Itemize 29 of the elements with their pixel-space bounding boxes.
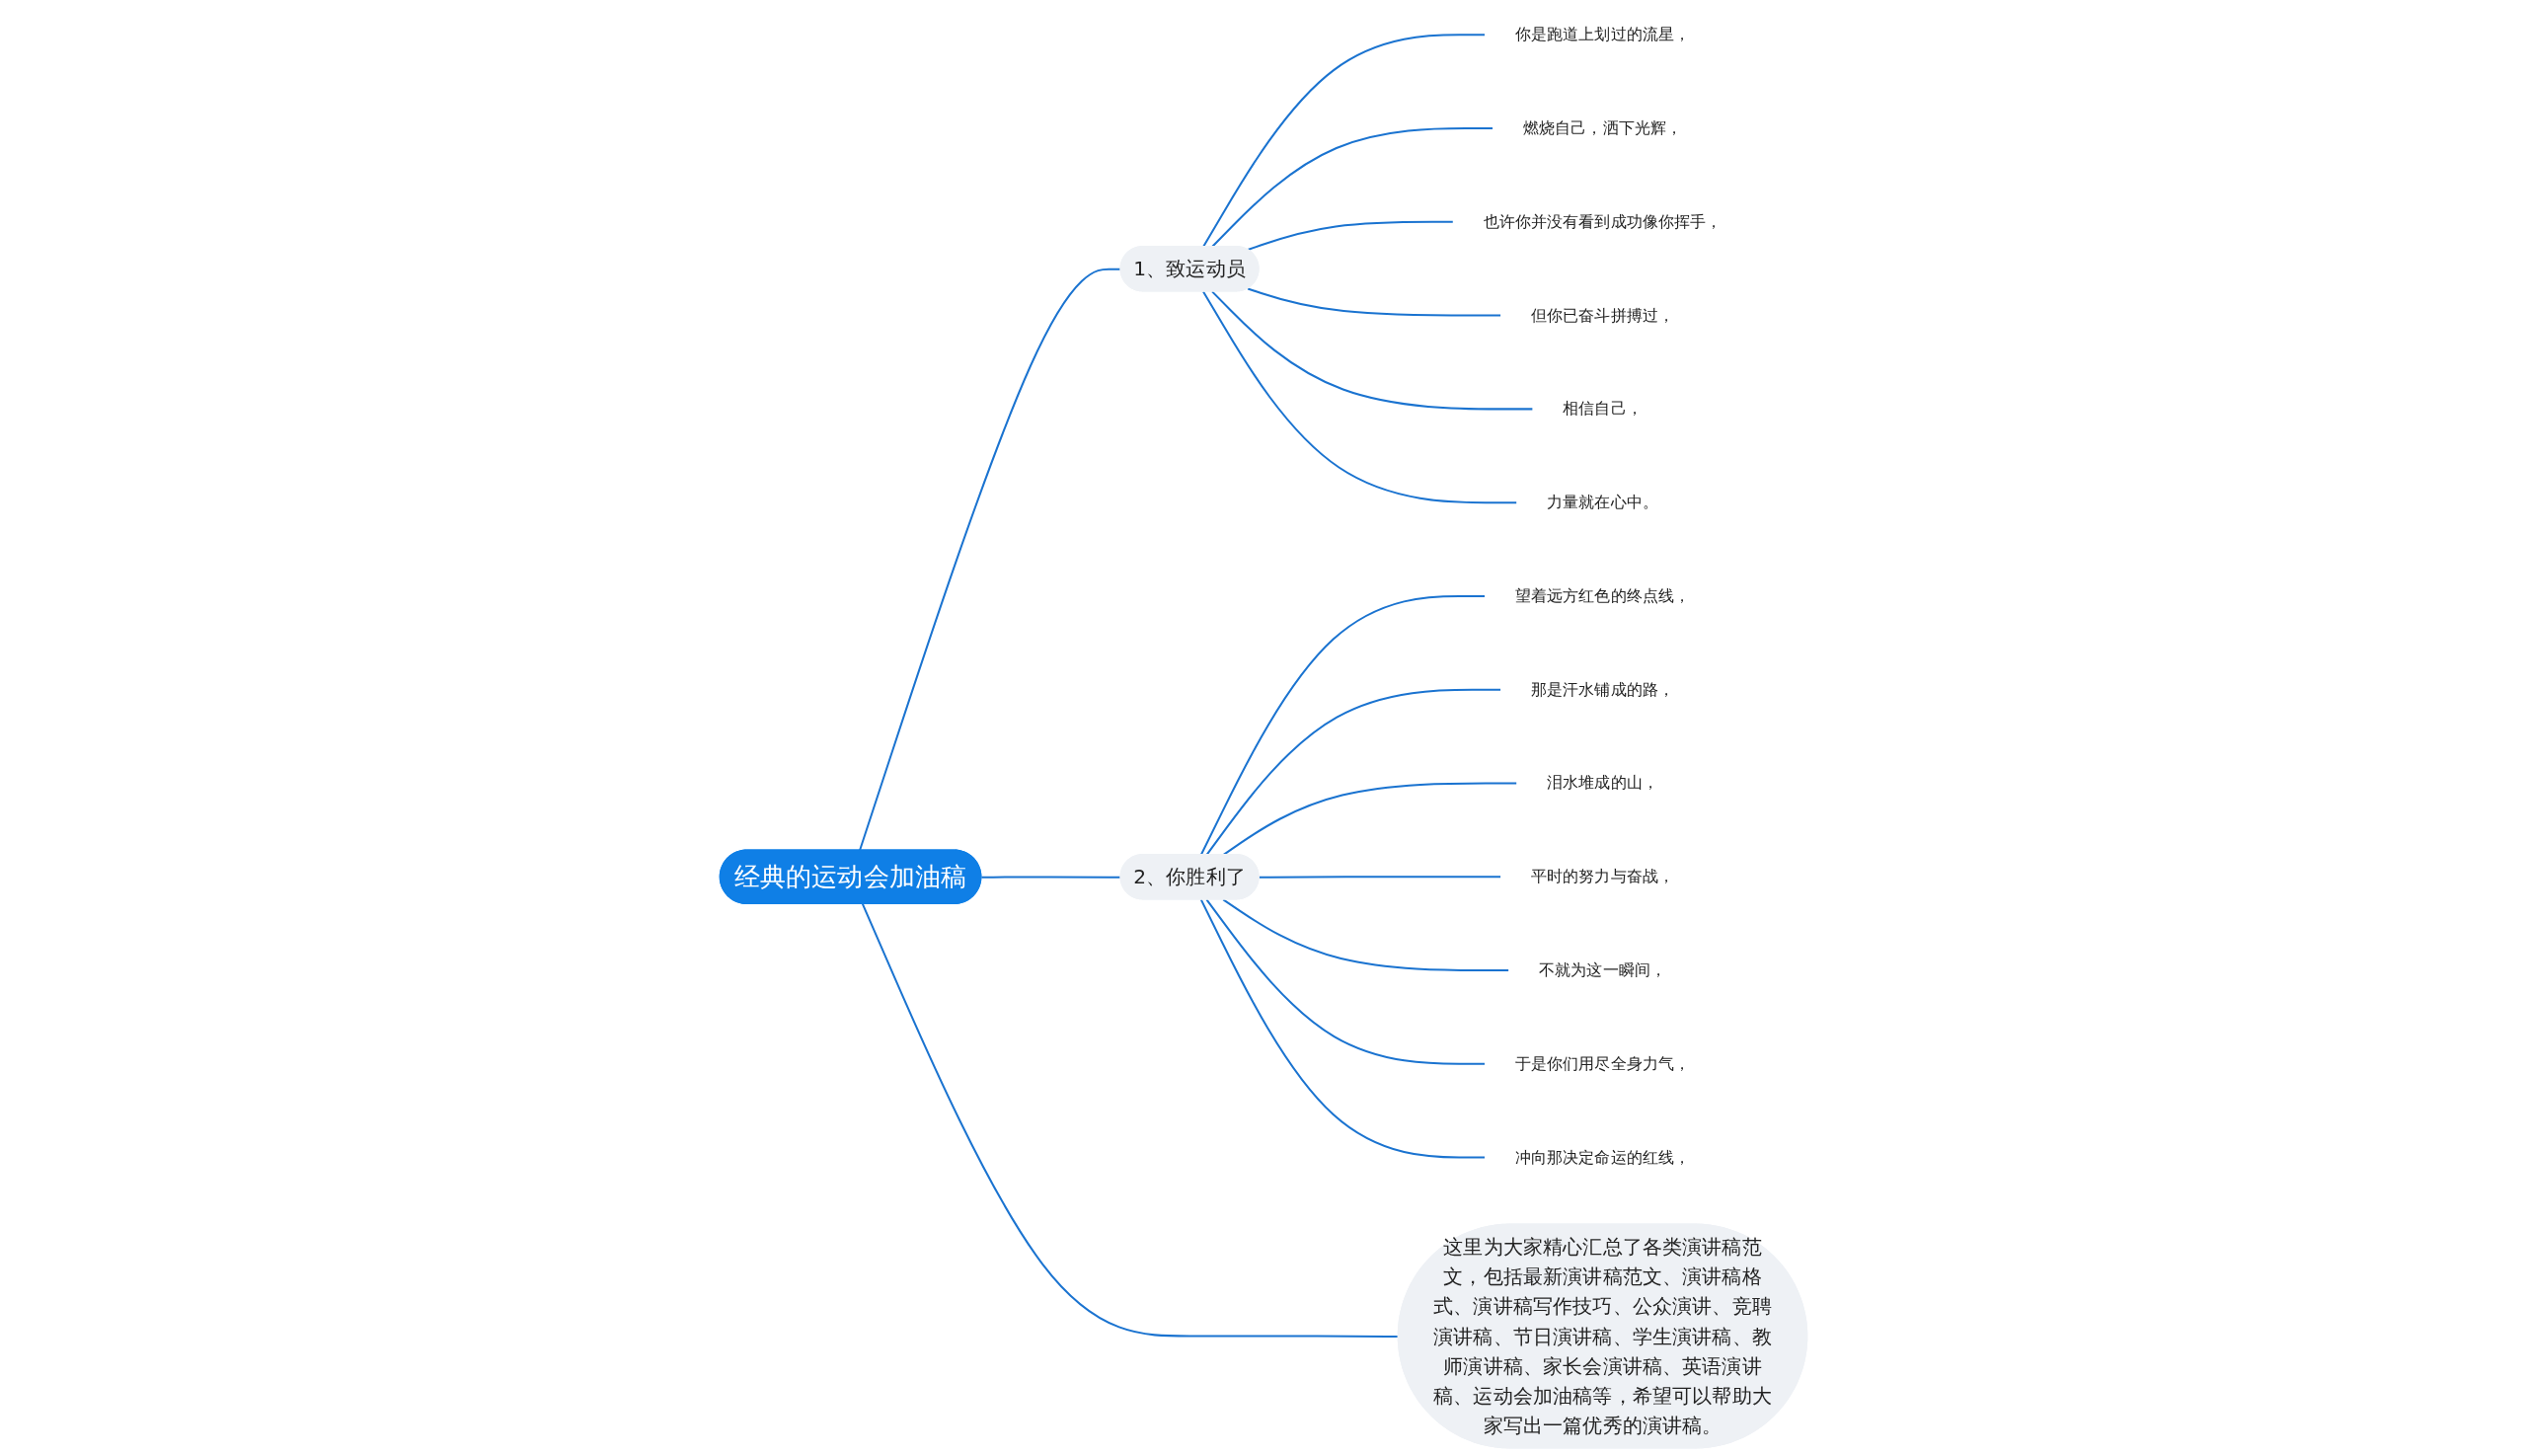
connector (862, 903, 1399, 1339)
node-text: 那是汗水铺成的路， (1530, 679, 1675, 699)
node-text: 燃烧自己，洒下光辉， (1522, 117, 1683, 138)
connector (859, 268, 1121, 851)
node-text: 不就为这一瞬间， (1538, 959, 1667, 980)
connector (1247, 287, 1501, 317)
connector (1202, 290, 1517, 504)
connector (1211, 127, 1493, 248)
connector (1205, 688, 1501, 856)
connector (1199, 898, 1486, 1159)
connector (1222, 782, 1517, 856)
connector (981, 876, 1121, 879)
connector (1222, 898, 1509, 971)
node-text: 相信自己， (1563, 399, 1643, 419)
node-text: 也许你并没有看到成功像你挥手， (1483, 211, 1723, 231)
node-text: 但你已奋斗拼搏过， (1530, 305, 1675, 325)
connector (1247, 220, 1454, 251)
node-text: 望着远方红色的终点线， (1514, 585, 1691, 605)
connector (1202, 34, 1486, 248)
node-text: 泪水堆成的山， (1547, 773, 1658, 793)
node-text: 你是跑道上划过的流星， (1514, 25, 1691, 44)
connector (1205, 898, 1486, 1065)
connector (1259, 876, 1501, 879)
connector (1211, 290, 1533, 411)
node-text: 冲向那决定命运的红线， (1514, 1147, 1691, 1167)
node-text: 力量就在心中。 (1547, 493, 1658, 512)
node-text: 平时的努力与奋战， (1530, 867, 1675, 886)
connector (1199, 594, 1486, 856)
node-text: 于是你们用尽全身力气， (1514, 1053, 1691, 1073)
